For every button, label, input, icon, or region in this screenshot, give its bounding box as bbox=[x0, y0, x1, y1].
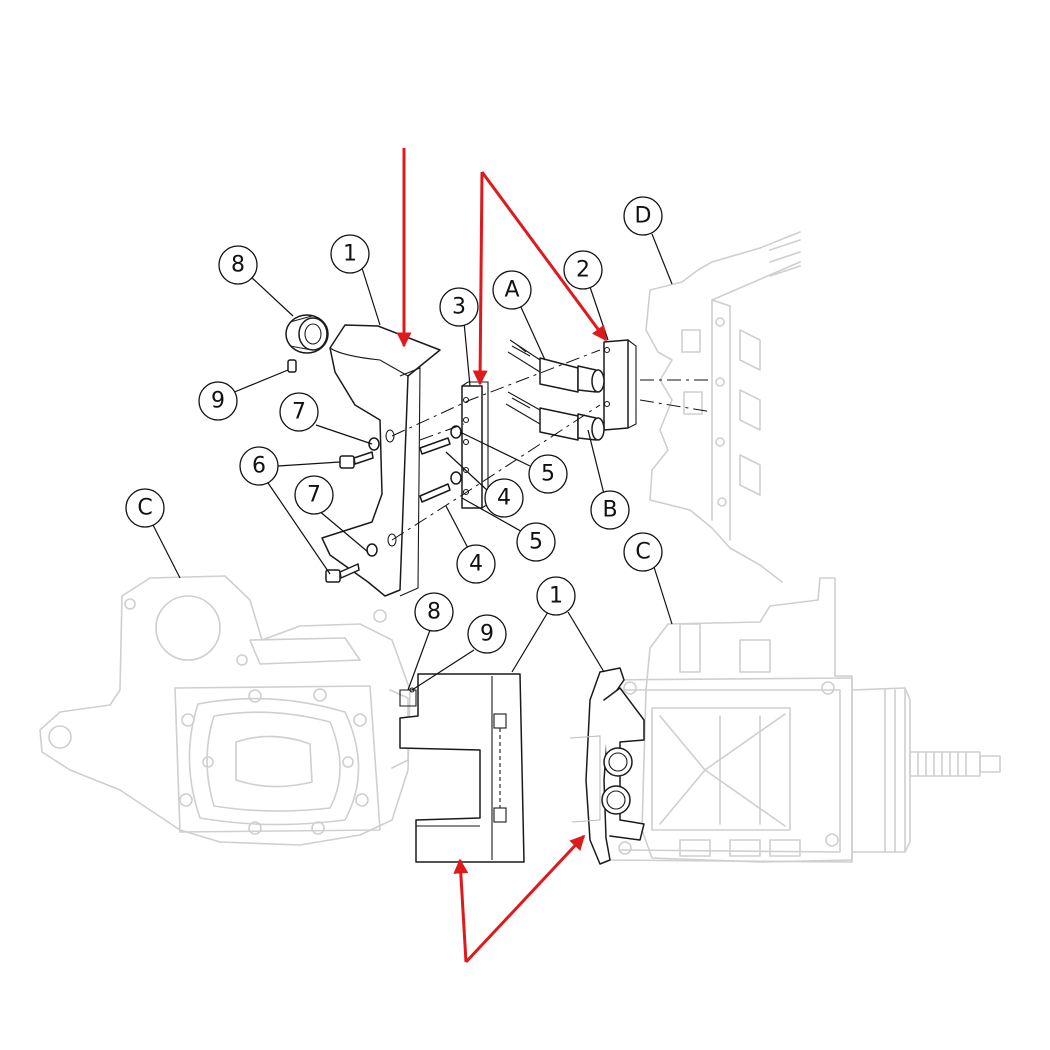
heat-shield-bracket-1-bottom-right bbox=[569, 667, 645, 865]
bushing-8-top bbox=[285, 314, 329, 354]
bolt-4-top bbox=[419, 425, 462, 455]
svg-text:9: 9 bbox=[211, 389, 225, 414]
alignment-lines bbox=[391, 349, 713, 541]
callout-6: 6 bbox=[239, 446, 279, 486]
callout-4-bottom: 4 bbox=[456, 544, 496, 584]
gearbox-housing-C-left bbox=[39, 575, 411, 846]
callout-9-bottom: 9 bbox=[467, 614, 507, 654]
sensor-B bbox=[505, 391, 605, 441]
callout-C-left: C bbox=[125, 488, 165, 528]
leader-lines bbox=[151, 233, 673, 691]
arrow-down-spacer bbox=[472, 171, 488, 386]
set-screw-9-top bbox=[287, 359, 297, 373]
callout-8-top: 8 bbox=[218, 245, 258, 285]
callout-B: B bbox=[590, 490, 630, 530]
callout-5-top: 5 bbox=[528, 454, 568, 494]
spacer-plate-3 bbox=[461, 381, 489, 509]
svg-text:2: 2 bbox=[576, 258, 590, 283]
svg-text:D: D bbox=[635, 204, 652, 229]
svg-text:5: 5 bbox=[541, 462, 555, 487]
callout-A: A bbox=[492, 270, 532, 310]
svg-text:6: 6 bbox=[252, 454, 266, 479]
sensor-A bbox=[507, 339, 605, 393]
arrow-to-clamp-plate bbox=[480, 171, 608, 342]
callout-4-top: 4 bbox=[484, 478, 524, 518]
callout-D: D bbox=[623, 196, 663, 236]
svg-text:8: 8 bbox=[231, 253, 245, 278]
gearbox-housing-C-right bbox=[599, 577, 1001, 863]
svg-text:B: B bbox=[602, 498, 617, 523]
callout-9-top: 9 bbox=[198, 381, 238, 421]
svg-text:C: C bbox=[137, 496, 152, 521]
callout-7-bottom: 7 bbox=[294, 475, 334, 515]
heat-shield-bracket-1-bottom-left bbox=[399, 673, 525, 863]
arrow-up-bracket-bottom bbox=[453, 858, 469, 963]
svg-text:8: 8 bbox=[427, 600, 441, 625]
arrow-to-bracket-bottom-right bbox=[464, 834, 586, 964]
svg-text:7: 7 bbox=[292, 400, 306, 425]
callout-3: 3 bbox=[439, 287, 479, 327]
callout-7-top: 7 bbox=[279, 392, 319, 432]
transmission-housing-D bbox=[645, 231, 801, 583]
callout-C-right: C bbox=[623, 532, 663, 572]
svg-text:4: 4 bbox=[469, 552, 483, 577]
svg-text:3: 3 bbox=[452, 295, 466, 320]
svg-text:1: 1 bbox=[343, 242, 357, 267]
callout-1-bottom: 1 bbox=[536, 576, 576, 616]
callout-2: 2 bbox=[563, 250, 603, 290]
callout-5-bottom: 5 bbox=[516, 522, 556, 562]
svg-text:C: C bbox=[635, 540, 650, 565]
svg-text:4: 4 bbox=[497, 486, 511, 511]
svg-text:1: 1 bbox=[549, 584, 563, 609]
callout-1-top: 1 bbox=[330, 234, 370, 274]
bolt-4-bottom bbox=[419, 471, 462, 503]
svg-text:A: A bbox=[504, 278, 519, 303]
svg-text:9: 9 bbox=[480, 622, 494, 647]
svg-text:7: 7 bbox=[307, 483, 321, 508]
clamp-plate-2 bbox=[603, 339, 637, 431]
callout-8-bottom: 8 bbox=[414, 592, 454, 632]
screw-6-top bbox=[339, 437, 380, 469]
red-arrows bbox=[396, 148, 608, 964]
svg-text:5: 5 bbox=[529, 530, 543, 555]
